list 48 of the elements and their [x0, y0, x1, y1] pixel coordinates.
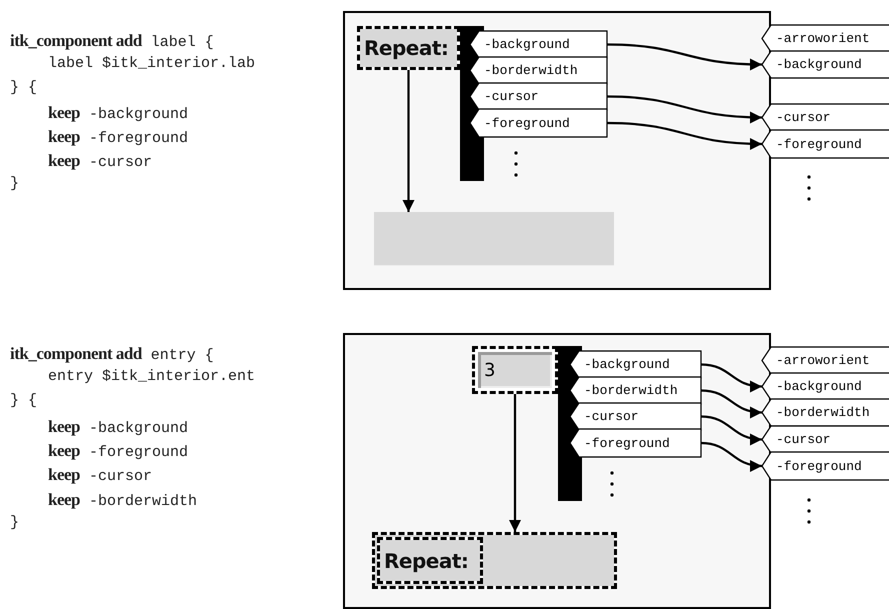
window-frame [343, 11, 771, 290]
option-tab: -background [762, 51, 889, 78]
option-tab: -cursor [470, 83, 607, 110]
entry-widget [372, 532, 617, 589]
option-tab: -cursor [762, 426, 889, 453]
code-line: keep -foreground [48, 127, 188, 147]
code-line: } { [10, 392, 38, 409]
option-tab: -background [762, 373, 889, 400]
code-line: keep -cursor [48, 465, 152, 485]
option-tab: -borderwidth [570, 377, 701, 404]
code-line: keep -background [48, 417, 188, 437]
option-tab: -background [470, 31, 607, 58]
option-tab: -arroworient [762, 347, 889, 374]
option-tab: -borderwidth [762, 399, 889, 426]
code-line: itk_component add label { [10, 31, 214, 51]
code-line: keep -background [48, 103, 188, 123]
repeat-label: Repeat: [377, 537, 483, 584]
option-tab: -arroworient [762, 25, 889, 52]
arrow [700, 389, 762, 418]
option-tab: -foreground [570, 429, 701, 457]
code-line: keep -cursor [48, 151, 152, 171]
code-line: } { [10, 79, 38, 96]
code-line: label $itk_interior.lab [48, 55, 256, 72]
entry-field: 3 [472, 346, 558, 394]
label-widget [374, 212, 614, 266]
arrow [402, 70, 414, 212]
code-line: } [10, 514, 20, 531]
code-line: itk_component add entry { [10, 344, 214, 364]
option-tab: -background [570, 351, 701, 378]
window-frame [343, 333, 771, 609]
code-line: entry $itk_interior.ent [48, 368, 256, 385]
option-tab: -cursor [570, 403, 701, 430]
option-tab: -foreground [470, 109, 607, 137]
code-line: keep -borderwidth [48, 490, 198, 510]
option-tab: -foreground [762, 452, 889, 480]
option-tab: -cursor [762, 104, 889, 131]
option-tab: -foreground [762, 130, 889, 158]
repeat-label: Repeat: [357, 26, 460, 70]
arrow [700, 442, 762, 472]
code-line: } [10, 175, 20, 192]
arrow [606, 95, 762, 124]
arrow [606, 122, 762, 150]
option-tab: -borderwidth [470, 57, 607, 84]
code-line: keep -foreground [48, 441, 188, 461]
arrow [700, 363, 762, 392]
arrow [700, 415, 762, 445]
arrow [509, 394, 521, 532]
arrow [606, 43, 762, 70]
